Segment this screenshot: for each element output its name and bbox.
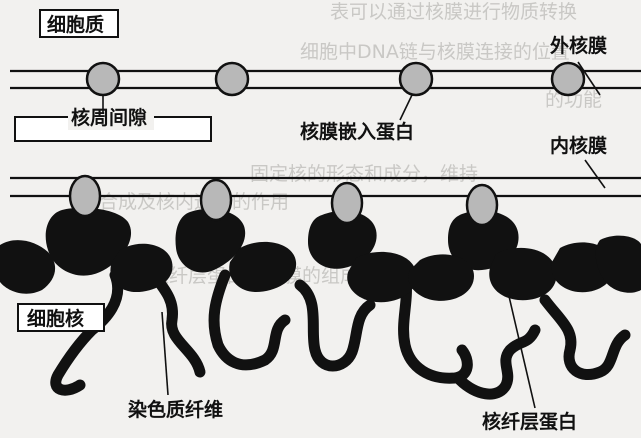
label-outer-membrane: 外核膜 xyxy=(550,34,607,57)
chromatin-fiber-4 xyxy=(294,279,376,372)
label-perinuclear-space-text: 核周间隙 xyxy=(71,106,147,129)
outer-protein-1 xyxy=(85,61,121,97)
inner-protein-2 xyxy=(199,178,233,222)
label-lamin-protein: 核纤层蛋白 xyxy=(482,410,577,433)
chromatin-fiber-5 xyxy=(398,269,473,384)
chromatin-fiber-1 xyxy=(50,269,124,396)
outer-protein-3 xyxy=(398,61,434,97)
inner-protein-3 xyxy=(330,181,364,225)
label-perinuclear-space: 核周间隙 xyxy=(14,104,212,142)
label-cytoplasm-text: 细胞质 xyxy=(47,13,104,36)
inner-nuclear-membrane xyxy=(10,176,641,198)
inner-protein-1 xyxy=(68,174,102,218)
label-nucleus: 细胞核 xyxy=(17,303,105,332)
outer-protein-4 xyxy=(550,61,586,97)
lamina-blob-3 xyxy=(110,243,173,292)
lamina-blob-12 xyxy=(595,235,641,293)
label-chromatin-fiber: 染色质纤维 xyxy=(128,398,223,421)
bg-text-1: 表可以通过核膜进行物质转换 xyxy=(330,1,577,23)
bg-text-2: 细胞中DNA链与核膜连接的位置 xyxy=(300,41,570,63)
lamina-blob-6 xyxy=(308,210,377,269)
inner-membrane-proteins xyxy=(68,174,499,227)
label-nucleus-text: 细胞核 xyxy=(27,307,84,330)
chromatin-fiber-3 xyxy=(208,269,291,371)
chromatin-fiber-2 xyxy=(144,264,206,378)
bg-text-3: 的功能 xyxy=(545,89,602,111)
lamina-blob-5 xyxy=(229,241,297,292)
bg-text-4: 固定核的形态和成分，维持 xyxy=(250,163,478,185)
lamina-blob-1 xyxy=(45,207,132,276)
label-membrane-protein: 核膜嵌入蛋白 xyxy=(300,120,414,143)
inner-protein-4 xyxy=(465,183,499,227)
lamina-blob-9 xyxy=(408,254,474,301)
lamina-blob-4 xyxy=(175,208,246,273)
lamina-blob-7 xyxy=(347,251,417,303)
chromatin-fiber-7 xyxy=(539,294,631,380)
chromatin-fiber-6 xyxy=(454,324,541,400)
label-cytoplasm: 细胞质 xyxy=(39,9,119,38)
nuclear-lamina xyxy=(0,207,641,303)
leader-lines xyxy=(102,61,606,409)
label-inner-membrane: 内核膜 xyxy=(550,134,607,157)
lamina-blob-2 xyxy=(0,240,56,294)
outer-protein-2 xyxy=(214,61,250,97)
lamina-blob-10 xyxy=(489,247,557,301)
bg-text-5: 的合成及核内运输的作用 xyxy=(80,191,289,213)
chromatin-fibers xyxy=(50,264,631,400)
outer-membrane-proteins xyxy=(85,61,586,97)
